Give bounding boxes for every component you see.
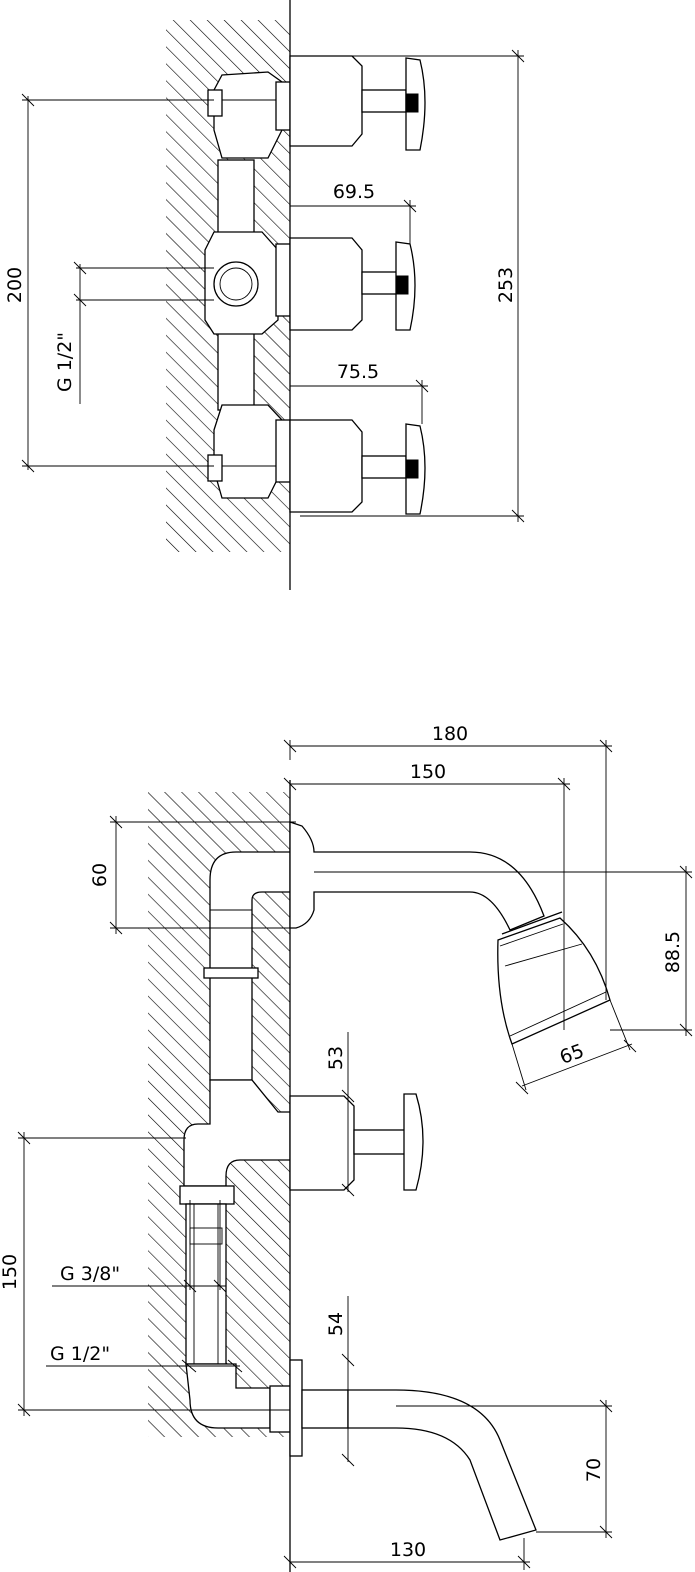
- label-130: 130: [390, 1539, 426, 1561]
- dim-200: 200: [4, 93, 214, 473]
- label-70: 70: [583, 1458, 605, 1482]
- label-150-top: 150: [410, 761, 446, 783]
- label-g38: G 3/8": [60, 1263, 120, 1285]
- label-53: 53: [325, 1046, 347, 1070]
- label-253: 253: [495, 267, 517, 303]
- dim-150-left: 150: [0, 1131, 290, 1417]
- label-75-5: 75.5: [337, 361, 379, 383]
- dim-69-5: 69.5: [290, 181, 417, 244]
- label-88-5: 88.5: [662, 931, 684, 973]
- dim-g38: G 3/8": [52, 1200, 227, 1293]
- dim-70: 70: [396, 1399, 613, 1539]
- dim-130: 130: [283, 1538, 531, 1570]
- dim-53: 53: [325, 1032, 355, 1197]
- label-180: 180: [432, 723, 468, 745]
- label-150-left: 150: [0, 1254, 21, 1290]
- side-view: 180 150 60 88.5: [0, 723, 693, 1572]
- embedded-pipework: [179, 851, 291, 1433]
- dim-60: 60: [89, 815, 296, 935]
- label-54: 54: [325, 1312, 347, 1336]
- dim-54: 54: [325, 1296, 355, 1467]
- label-69-5: 69.5: [333, 181, 375, 203]
- side-valve: [289, 1093, 424, 1191]
- dim-253: 253: [300, 49, 525, 523]
- shower-arm: [289, 821, 545, 931]
- label-65: 65: [557, 1040, 587, 1069]
- dim-88-5: 88.5: [314, 865, 693, 1037]
- top-view: 200 G 1/2" 253 69.5: [4, 0, 525, 590]
- bath-spout: [289, 1359, 537, 1541]
- dim-75-5: 75.5: [290, 361, 429, 424]
- label-60: 60: [89, 863, 111, 887]
- valve-handle-3: [289, 419, 426, 515]
- valve-handle-1: [289, 55, 426, 151]
- valve-handle-2: [289, 237, 416, 331]
- dim-g12-side: G 1/2": [46, 1343, 243, 1373]
- shower-head: [497, 911, 611, 1045]
- dim-g12-top: G 1/2": [54, 261, 214, 404]
- dim-150-top: 150: [283, 761, 571, 1030]
- dim-180: 180: [283, 723, 613, 1000]
- valve-body-top: [204, 71, 291, 499]
- label-200: 200: [4, 267, 26, 303]
- label-g12-side: G 1/2": [50, 1343, 110, 1365]
- label-g12-top: G 1/2": [54, 332, 76, 392]
